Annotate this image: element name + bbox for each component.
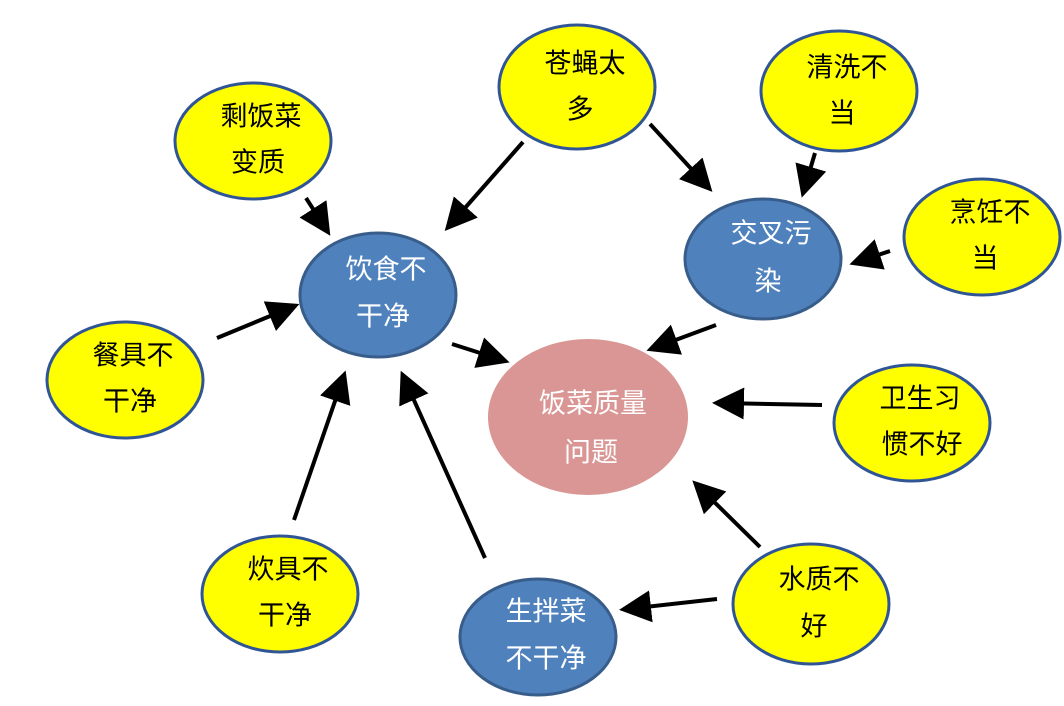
- node-cookware: 炊具不 干净: [200, 534, 360, 654]
- node-flies: 苍蝇太 多: [497, 23, 657, 151]
- node-hygiene-line1: 卫生习: [880, 384, 961, 415]
- arrow-flies-to-cross-contamination: [648, 122, 713, 192]
- arrow-cooking-to-cross-contamination: [849, 239, 891, 270]
- node-cross-contamination-line2: 染: [755, 267, 782, 298]
- node-water-line2: 好: [801, 612, 828, 643]
- arrow-water-to-salad: [619, 590, 718, 623]
- node-hygiene: 卫生习 惯不好: [832, 363, 992, 483]
- arrow-unclean-food-to-quality: [451, 337, 510, 368]
- node-washing-line2: 当: [829, 99, 856, 130]
- node-cooking-line2: 当: [972, 244, 999, 275]
- node-hygiene-line2: 惯不好: [882, 430, 963, 461]
- arrows: [216, 122, 891, 623]
- arrow-flies-to-unclean-food: [444, 140, 525, 232]
- node-unclean-food: 饮食不 干净: [298, 231, 458, 359]
- arrow-water-to-quality: [692, 480, 762, 549]
- arrow-cookware-to-unclean-food: [292, 370, 351, 521]
- node-water: 水质不 好: [731, 542, 891, 666]
- node-tableware-line2: 干净: [103, 387, 157, 418]
- node-quality-problem: 饭菜质量 问题: [488, 339, 688, 495]
- node-unclean-food-line1: 饮食不: [346, 255, 427, 286]
- node-cookware-line1: 炊具不: [248, 555, 329, 586]
- node-salad-line1: 生拌菜: [506, 597, 587, 628]
- node-washing-line1: 清洗不: [807, 53, 888, 84]
- arrow-washing-to-cross-contamination: [795, 152, 827, 198]
- node-unclean-food-line2: 干净: [356, 302, 410, 333]
- node-cookware-line2: 干净: [258, 601, 312, 632]
- node-cooking: 烹饪不 当: [902, 177, 1062, 297]
- arrow-tableware-to-unclean-food: [216, 301, 300, 340]
- node-leftover-line1: 剩饭菜: [221, 102, 302, 133]
- arrow-salad-to-unclean-food: [399, 370, 487, 559]
- node-salad-line2: 不干净: [506, 644, 587, 675]
- node-leftover-line2: 变质: [231, 148, 285, 179]
- node-flies-line2: 多: [567, 95, 594, 126]
- node-leftover: 剩饭菜 变质: [173, 81, 333, 201]
- node-salad: 生拌菜 不干净: [458, 577, 618, 697]
- node-cross-contamination-line1: 交叉污: [731, 219, 812, 250]
- node-tableware-line1: 餐具不: [93, 341, 174, 372]
- node-water-line1: 水质不: [779, 565, 860, 596]
- arrow-hygiene-to-quality: [712, 387, 823, 420]
- arrow-leftover-to-unclean-food: [299, 196, 331, 236]
- arrow-cross-contamination-to-quality: [646, 323, 717, 355]
- node-flies-line1: 苍蝇太: [545, 49, 626, 80]
- node-cross-contamination: 交叉污 染: [683, 197, 843, 321]
- node-quality-problem-line1: 饭菜质量: [539, 389, 647, 420]
- node-quality-problem-line2: 问题: [564, 438, 618, 469]
- node-washing: 清洗不 当: [759, 29, 919, 153]
- node-tableware: 餐具不 干净: [45, 320, 205, 440]
- node-cooking-line1: 烹饪不: [950, 198, 1031, 229]
